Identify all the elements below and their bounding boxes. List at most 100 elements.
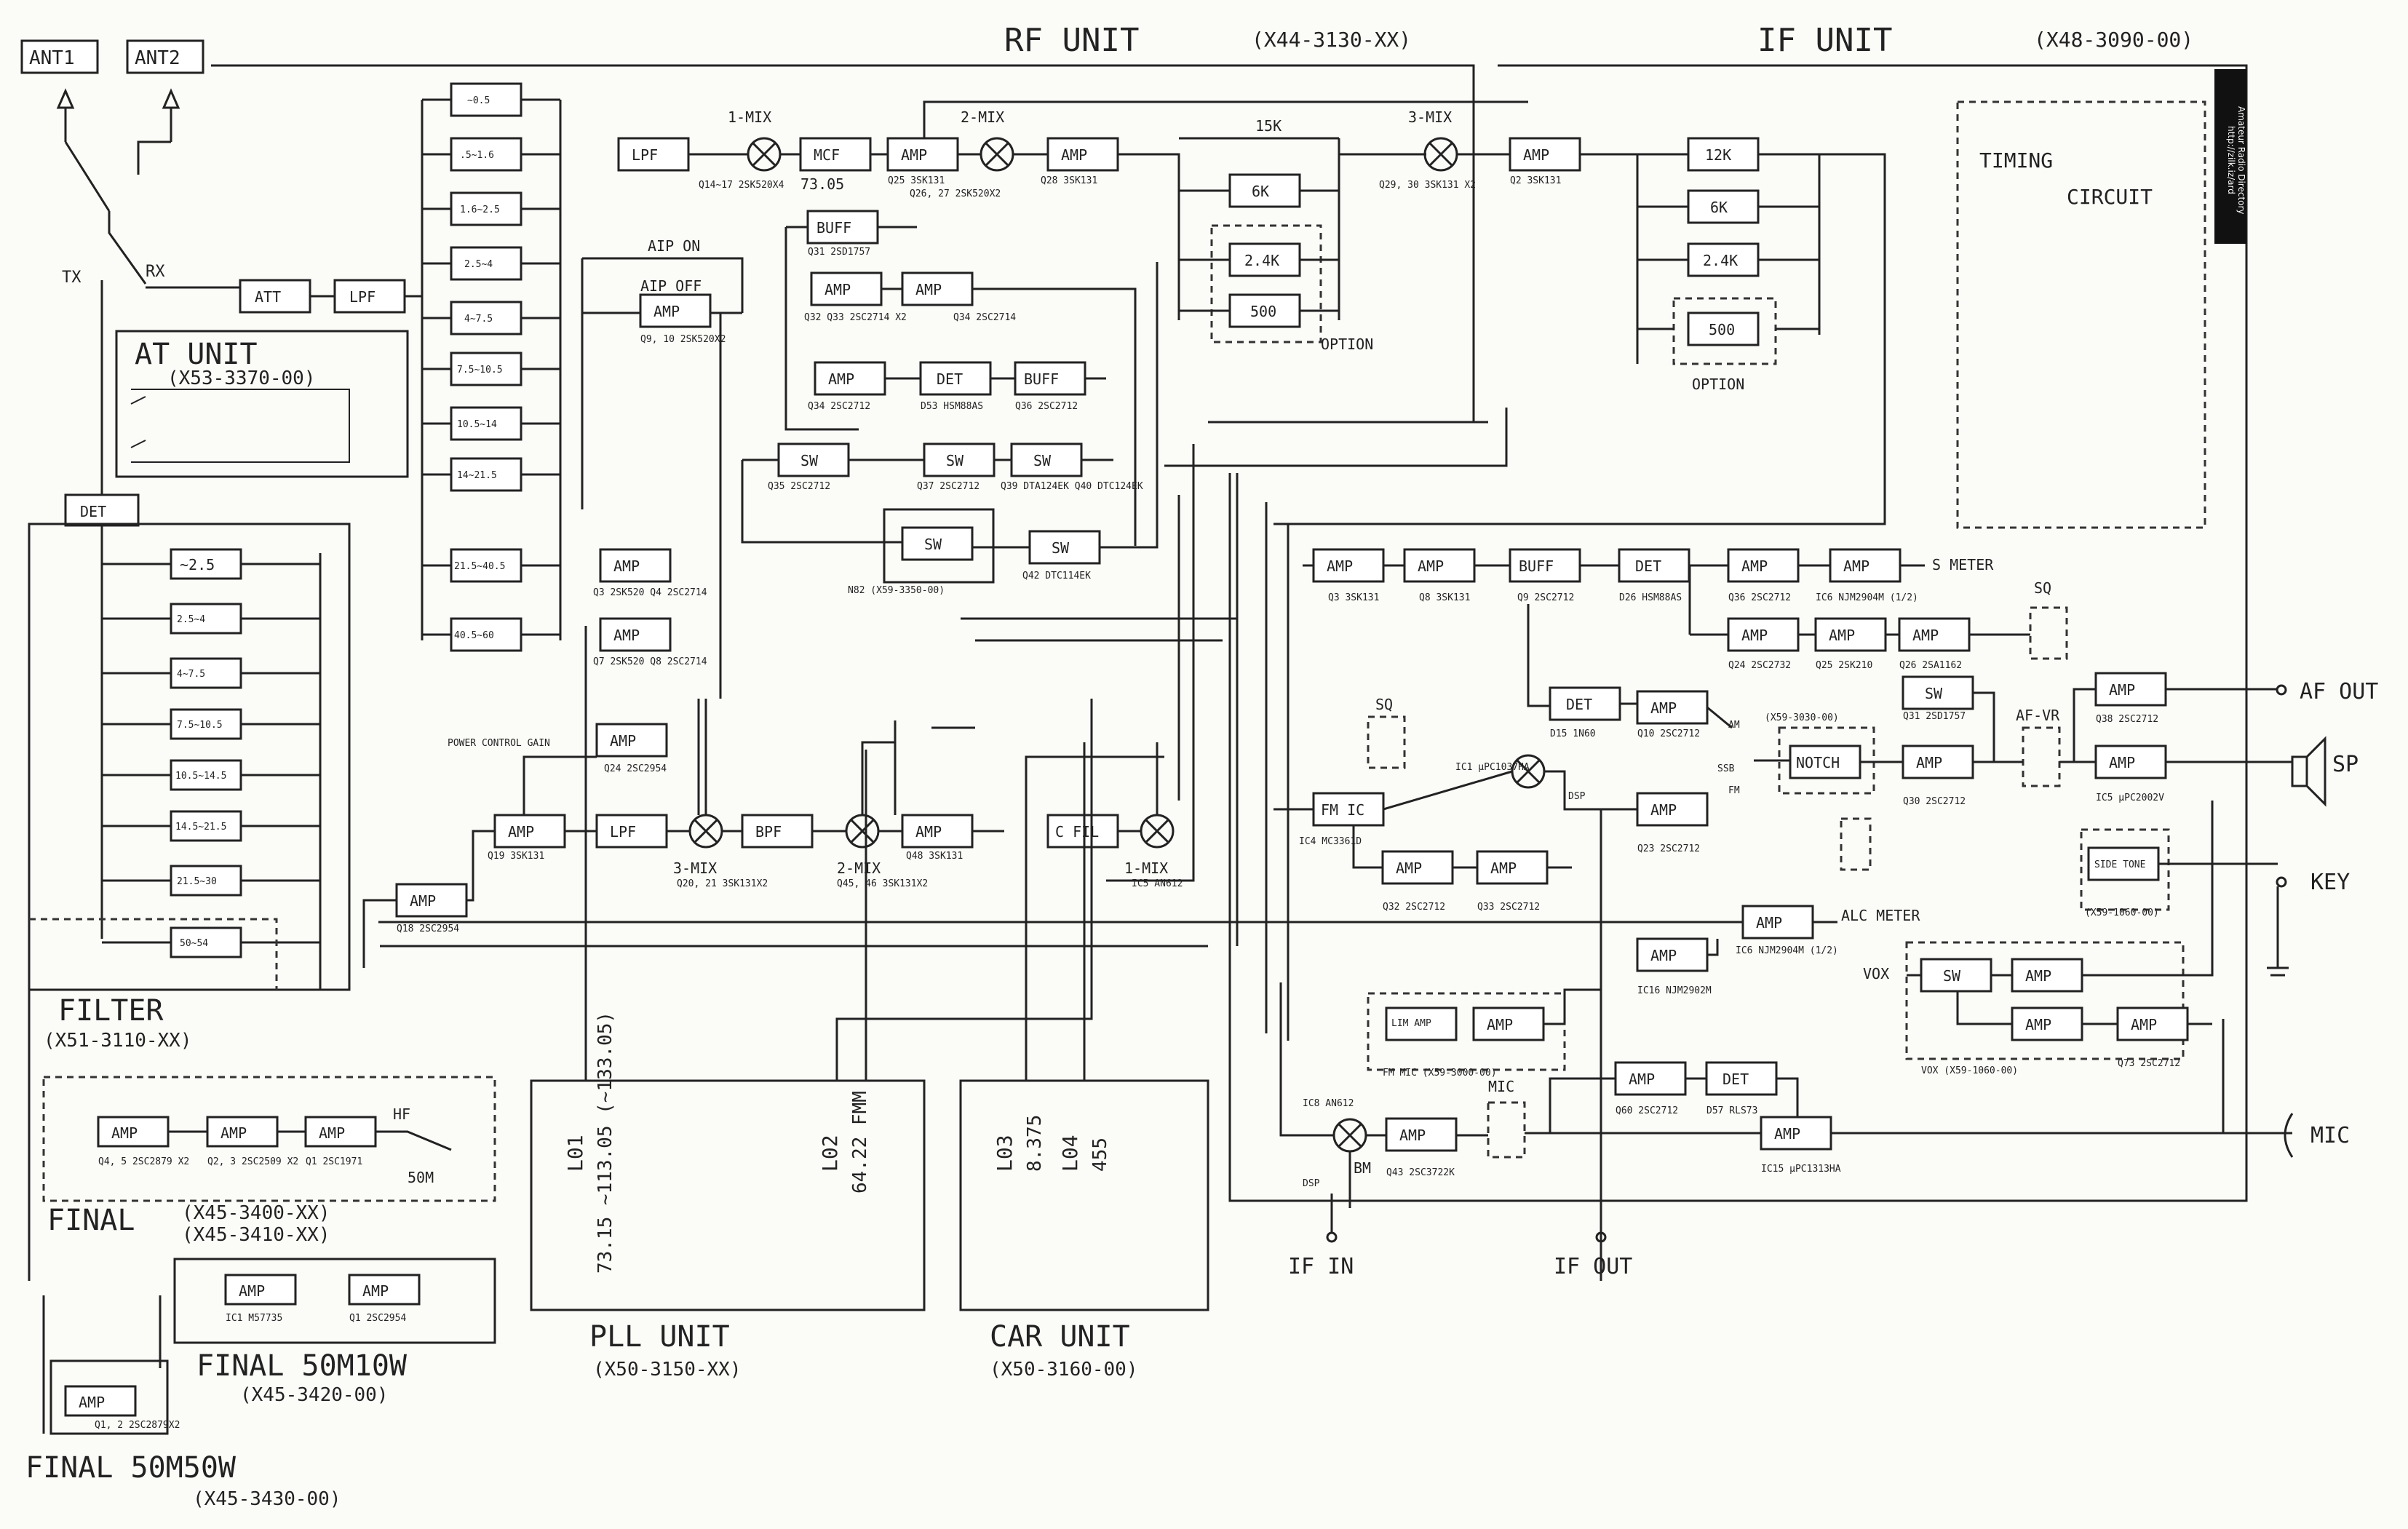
vox-amp-2-label: AMP bbox=[2025, 1016, 2051, 1033]
if-q2: Q2 3SK131 bbox=[1510, 175, 1561, 186]
final10-amp-1 bbox=[224, 1274, 297, 1306]
if-amp-q73-label: AMP bbox=[2131, 1016, 2157, 1033]
sq-label-top: SQ bbox=[2034, 579, 2051, 597]
filter-frame bbox=[28, 523, 351, 991]
final-feed-lines bbox=[28, 939, 162, 1434]
if-amp-q25-label: AMP bbox=[1829, 627, 1855, 644]
if-ic4: IC4 MC3361D bbox=[1299, 836, 1362, 847]
tx-amp-q19-label: AMP bbox=[508, 823, 534, 841]
fm-mic-code: FM MIC (X59-3000-00) bbox=[1383, 1068, 1497, 1079]
if-q10: Q10 2SC2712 bbox=[1637, 728, 1700, 739]
if-amp-q60-label: AMP bbox=[1629, 1071, 1655, 1088]
tx-bpf-label: BPF bbox=[755, 823, 782, 841]
rf-bpf-range: 7.5~10.5 bbox=[457, 365, 503, 376]
final-50m-label: 50M bbox=[408, 1169, 434, 1186]
tx-mixer-2-label: 2-MIX bbox=[837, 859, 881, 877]
if-q9: Q9 2SC2712 bbox=[1517, 592, 1574, 603]
at-unit-frame bbox=[115, 330, 409, 478]
af-vr-frame bbox=[2022, 726, 2061, 787]
tx-q24: Q24 2SC2954 bbox=[604, 763, 667, 774]
if-amp-q43-label: AMP bbox=[1399, 1127, 1426, 1144]
rf-q42: Q42 DTC114EK bbox=[1022, 571, 1091, 581]
ant2-box bbox=[126, 39, 204, 74]
lpf-filter-range: ~2.5 bbox=[180, 556, 215, 573]
if-amp-q8-label: AMP bbox=[1418, 557, 1444, 575]
alc-meter-label: ALC METER bbox=[1841, 907, 1920, 924]
tx-amp-q18-label: AMP bbox=[410, 892, 436, 910]
vox-sw-label: SW bbox=[1943, 967, 1961, 985]
ant1-box bbox=[20, 39, 99, 74]
n82-frame bbox=[883, 508, 995, 584]
rf-amp-q32 bbox=[810, 271, 883, 306]
final-code-1: (X45-3400-XX) bbox=[182, 1202, 330, 1224]
lpf-bank-wiring bbox=[102, 553, 322, 990]
source-badge: Amateur Radio Directory http://zilk.iz/a… bbox=[2214, 69, 2246, 244]
rf-lpf-block bbox=[617, 137, 690, 172]
final-title: FINAL bbox=[47, 1204, 135, 1237]
final50-amp bbox=[64, 1385, 137, 1417]
if-amp-q8 bbox=[1403, 548, 1476, 583]
pll-unit-title: PLL UNIT bbox=[589, 1320, 730, 1354]
lpf-filter-bank: ~2.5 2.5~4 4~7.5 7.5~10.5 10.5~14.5 14.5… bbox=[102, 548, 322, 990]
rf-amp-b-label: AMP bbox=[613, 627, 640, 644]
tx-mixer-3-cross bbox=[694, 819, 718, 843]
if-out-label: IF OUT bbox=[1554, 1254, 1632, 1279]
rf-q26-27: Q26, 27 2SK520X2 bbox=[910, 188, 1001, 199]
mic-gain-label: MIC bbox=[1488, 1078, 1514, 1095]
if-ic16: IC16 NJM2902M bbox=[1637, 985, 1712, 996]
mcf-label: MCF bbox=[814, 146, 840, 164]
if-amp-q24-label: AMP bbox=[1741, 627, 1768, 644]
if-amp-ic6b bbox=[1741, 905, 1814, 940]
aip-q9-10: Q9, 10 2SK520X2 bbox=[640, 334, 726, 345]
rf-q31: Q31 2SD1757 bbox=[808, 247, 870, 258]
rf-bpf-box bbox=[450, 82, 522, 117]
rf-unit-code: (X44-3130-XX) bbox=[1252, 28, 1411, 52]
rf-bpf-range: 4~7.5 bbox=[464, 314, 493, 325]
mixer-2-label: 2-MIX bbox=[961, 108, 1004, 126]
notch-pot-frame bbox=[1840, 817, 1872, 871]
side-tone-label: SIDE TONE bbox=[2094, 859, 2145, 870]
if-ic15: IC15 μPC1313HA bbox=[1761, 1164, 1841, 1175]
notch-block bbox=[1789, 744, 1861, 779]
final50-q1-2: Q1, 2 2SC2879X2 bbox=[95, 1420, 180, 1431]
pll-l02-label: L02 bbox=[818, 1135, 842, 1172]
key-terminal bbox=[2276, 876, 2287, 888]
af-wiring bbox=[1527, 604, 2292, 763]
rf-sw-q37-label: SW bbox=[946, 452, 964, 469]
rf-bpf-box bbox=[450, 617, 522, 652]
tx-amp-q24-label: AMP bbox=[610, 732, 636, 750]
filter-title: FILTER bbox=[58, 994, 164, 1028]
rf-bpf-range: 1.6~2.5 bbox=[460, 204, 500, 215]
key-label: KEY bbox=[2310, 870, 2350, 895]
if-unit-title: IF UNIT bbox=[1757, 22, 1892, 59]
lpf-filter-range: 4~7.5 bbox=[177, 669, 205, 680]
tx-amp-q24 bbox=[595, 723, 668, 758]
fm-mic-amp bbox=[1472, 1006, 1545, 1041]
final-code-2: (X45-3410-XX) bbox=[182, 1224, 330, 1246]
lpf-filter-range: 50~54 bbox=[180, 938, 208, 949]
pll-l01: L01 73.15 ~113.05 (~133.05) bbox=[563, 1012, 616, 1274]
mixer-2-cross bbox=[985, 142, 1009, 167]
rf-option-label: OPTION bbox=[1321, 335, 1373, 353]
rx-label: RX bbox=[146, 263, 165, 281]
car-l04-freq: 455 bbox=[1089, 1137, 1111, 1172]
vox-amp-2 bbox=[2011, 1006, 2083, 1041]
final-50m50w-title: FINAL 50M50W bbox=[25, 1451, 237, 1485]
tx-chain-wiring bbox=[362, 699, 1208, 968]
rf-bpf-box bbox=[450, 191, 522, 226]
if-det-d57-label: DET bbox=[1722, 1071, 1749, 1088]
final-frame bbox=[42, 1076, 496, 1202]
rf-bpf-range: ~0.5 bbox=[467, 95, 490, 106]
final10-ic1: IC1 M57735 bbox=[226, 1313, 282, 1324]
if-amp-q26-label: AMP bbox=[1912, 627, 1939, 644]
if-q30: Q30 2SC2712 bbox=[1903, 796, 1966, 807]
lpf-filter-range: 21.5~30 bbox=[177, 876, 217, 887]
mic-icon bbox=[2284, 1113, 2294, 1158]
tx-q19: Q19 3SK131 bbox=[488, 851, 544, 862]
bm-label: BM bbox=[1354, 1159, 1371, 1177]
af-out-label: AF OUT bbox=[2300, 679, 2378, 704]
if-amp-q30-label: AMP bbox=[1916, 754, 1942, 771]
rf-sw-q39-label: SW bbox=[1033, 452, 1052, 469]
filter-15k-label: 15K bbox=[1255, 117, 1282, 135]
final10-amp-2 bbox=[348, 1274, 421, 1306]
